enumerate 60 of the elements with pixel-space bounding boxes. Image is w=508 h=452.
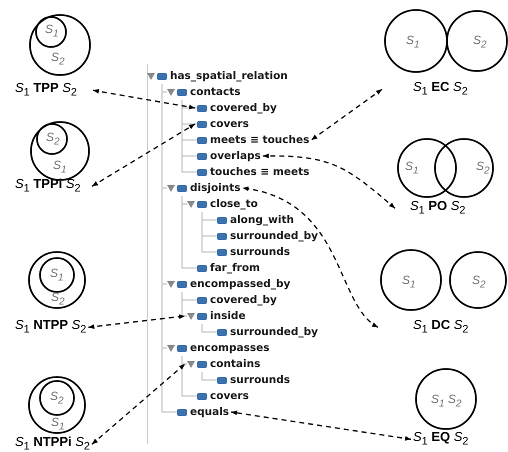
property-label: encompasses bbox=[190, 342, 270, 354]
property-label: close_to bbox=[210, 198, 258, 210]
property-label: touches ≡ meets bbox=[210, 166, 310, 178]
region-label: S$_{2}$ bbox=[476, 160, 490, 177]
tree-connector-line bbox=[202, 324, 218, 332]
property-label: encompassed_by bbox=[190, 278, 290, 290]
property-label: disjoints bbox=[190, 182, 241, 194]
dashed-double-arrow bbox=[262, 154, 396, 209]
region-label: S$_{1}$ bbox=[50, 266, 64, 284]
relation-caption: S$_{1}$ PO S$_{2}$ bbox=[410, 198, 466, 219]
property-label: covers bbox=[210, 390, 249, 402]
tree-connector-line bbox=[202, 212, 218, 252]
region-label: S$_{2}$ bbox=[473, 34, 487, 51]
property-label: surrounded_by bbox=[230, 326, 318, 338]
property-label: has_spatial_relation bbox=[170, 70, 288, 82]
region-label: S$_{1}$ bbox=[53, 158, 67, 176]
relation-caption: S$_{1}$ NTPP S$_{2}$ bbox=[15, 317, 86, 338]
region-label: S$_{1}$ bbox=[45, 22, 59, 40]
region-label: S$_{2}$ bbox=[51, 290, 65, 308]
property-label: surrounded_by bbox=[230, 230, 318, 242]
region-label: S$_{1}$ S$_{2}$ bbox=[431, 392, 462, 410]
region-label: S$_{1}$ bbox=[406, 34, 420, 51]
region-label: S$_{1}$ bbox=[402, 274, 416, 291]
region-label: S$_{2}$ bbox=[50, 390, 64, 407]
relation-caption: S$_{1}$ TPP S$_{2}$ bbox=[15, 80, 77, 101]
property-label: covers bbox=[210, 118, 249, 130]
property-label: surrounds bbox=[230, 374, 290, 386]
region-label: S$_{1}$ bbox=[405, 160, 419, 177]
dashed-double-arrow bbox=[230, 410, 412, 441]
tree-connector-line bbox=[182, 196, 198, 268]
relation-caption: S$_{1}$ NTPPi S$_{2}$ bbox=[15, 434, 90, 452]
relation-caption: S$_{1}$ EQ S$_{2}$ bbox=[413, 429, 468, 450]
dashed-double-arrow bbox=[92, 88, 196, 110]
region-label: S$_{2}$ bbox=[51, 50, 65, 68]
dashed-double-arrow bbox=[88, 314, 186, 329]
tree-connector-line bbox=[202, 372, 218, 380]
property-label: far_from bbox=[210, 262, 260, 274]
property-label: along_with bbox=[230, 214, 294, 226]
tree-connector-line bbox=[182, 100, 198, 172]
property-label: inside bbox=[210, 310, 246, 322]
property-label: contacts bbox=[190, 86, 241, 98]
tree-connector-line bbox=[182, 356, 198, 396]
property-label: contains bbox=[210, 358, 260, 370]
region-label: S$_{2}$ bbox=[46, 130, 60, 148]
dashed-double-arrow bbox=[92, 123, 196, 187]
property-label: overlaps bbox=[210, 150, 261, 162]
property-label: covered_by bbox=[210, 294, 277, 306]
tree-connector-line bbox=[162, 84, 178, 412]
dashed-double-arrow bbox=[242, 186, 378, 328]
region-label: S$_{1}$ bbox=[51, 416, 65, 433]
dashed-double-arrow bbox=[310, 88, 382, 141]
property-label: covered_by bbox=[210, 102, 277, 114]
dashed-double-arrow bbox=[92, 364, 186, 445]
property-label: meets ≡ touches bbox=[210, 134, 310, 146]
property-label: surrounds bbox=[230, 246, 290, 258]
relation-caption: S$_{1}$ EC S$_{2}$ bbox=[413, 79, 468, 100]
relation-caption: S$_{1}$ DC S$_{2}$ bbox=[413, 317, 468, 338]
region-label: S$_{2}$ bbox=[472, 274, 486, 291]
property-label: equals bbox=[190, 406, 230, 418]
tree-connector-line bbox=[182, 292, 188, 316]
